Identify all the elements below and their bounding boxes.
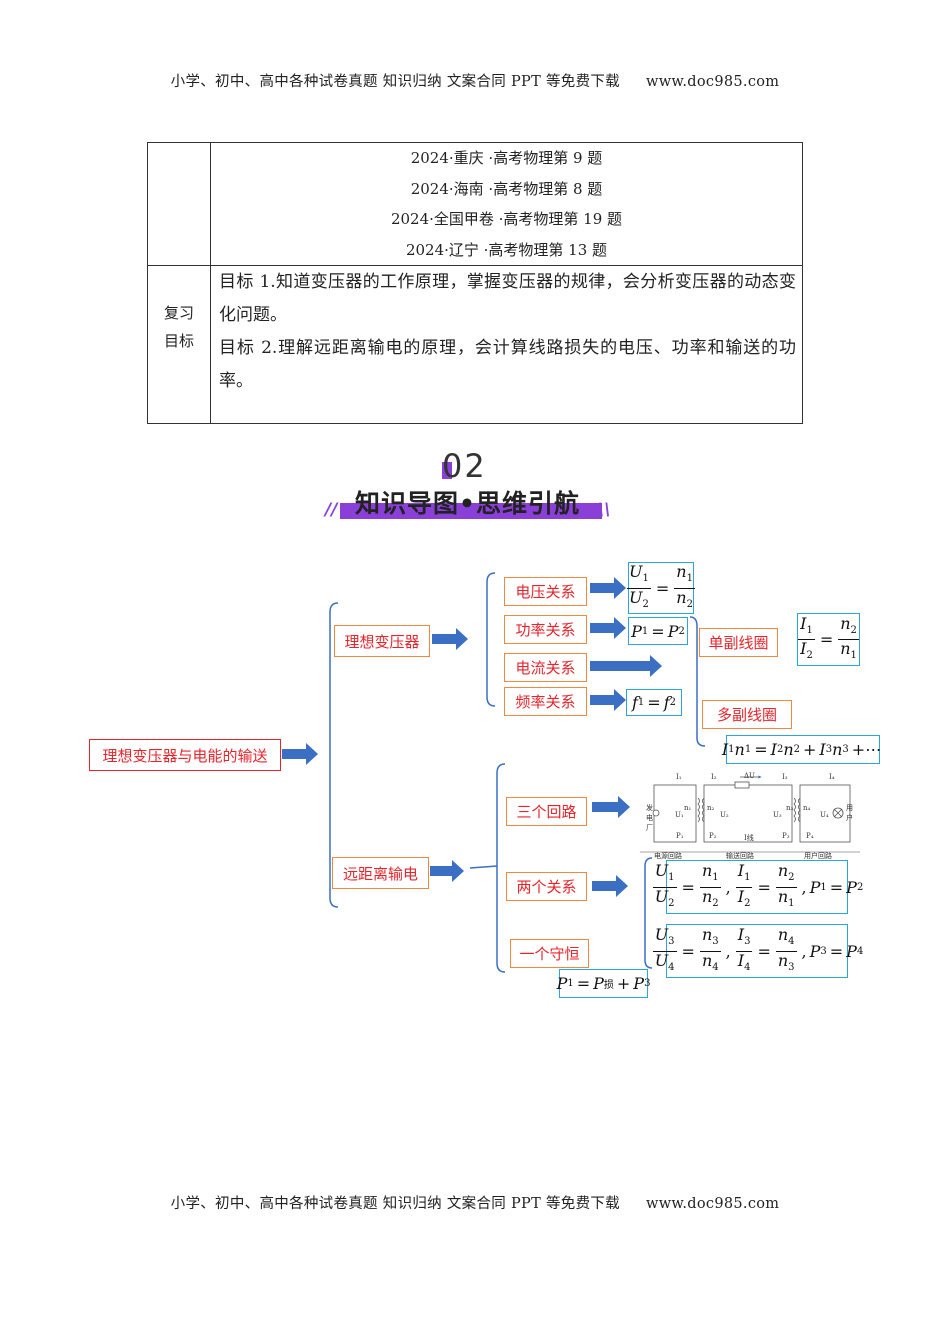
arrow-current	[590, 655, 662, 677]
arrow-root	[282, 743, 318, 765]
table-empty-cell	[147, 142, 211, 266]
arrow-shapes	[282, 577, 662, 897]
arrow-two-relations	[592, 875, 628, 897]
one-conservation-node: 一个守恒	[510, 939, 589, 968]
svg-text:I₃: I₃	[782, 773, 788, 781]
bracket-lines	[329, 572, 706, 973]
exam-source-4: 2024·辽宁 ·高考物理第 13 题	[405, 240, 608, 259]
current-relation-node: 电流关系	[504, 653, 587, 682]
review-label-cell: 复习 目标	[147, 265, 211, 424]
arrow-transmission	[430, 860, 464, 882]
voltage-relation-node: 电压关系	[504, 577, 587, 606]
svg-text:P₃: P₃	[782, 832, 790, 840]
circuit-diagram	[640, 775, 860, 853]
transformer-node: 理想变压器	[334, 625, 430, 657]
svg-text:电: 电	[646, 813, 653, 822]
footer-text: 小学、初中、高中各种试卷真题 知识归纳 文案合同 PPT 等免费下载	[170, 1196, 620, 1212]
svg-text:U₂: U₂	[720, 811, 729, 819]
svg-text:户: 户	[846, 813, 853, 822]
arrow-voltage	[590, 577, 626, 599]
source-loop-label: 电源回路	[654, 851, 682, 860]
delta-u-label: ΔU	[744, 772, 755, 780]
goal-1: 目标 1.知道变压器的工作原理，掌握变压器的规律，会分析变压器的动态变化问题。	[219, 272, 796, 325]
arrow-power	[590, 617, 626, 639]
review-label-line2: 目标	[163, 332, 194, 350]
circuit-labels: I₁ I₂ I₃ I₄ ΔU U₁ U₂ U₃ U₄ n₁ n₂ n₃ n₄ P…	[646, 772, 853, 860]
transmission-node: 远距离输电	[332, 857, 429, 889]
svg-text:n₄: n₄	[803, 804, 811, 812]
banner-right-slash: \\	[598, 500, 611, 520]
review-goals-cell: 目标 1.知道变压器的工作原理，掌握变压器的规律，会分析变压器的动态变化问题。 …	[210, 265, 803, 424]
two-relations-node: 两个关系	[506, 872, 587, 901]
svg-text:I₂: I₂	[711, 773, 717, 781]
arrow-three-loops	[592, 796, 630, 818]
header-site: www.doc985.com	[645, 74, 780, 90]
svg-text:n₃: n₃	[786, 804, 794, 812]
svg-text:U₁: U₁	[675, 811, 684, 819]
three-loops-node: 三个回路	[506, 797, 587, 826]
exam-source-3: 2024·全国甲卷 ·高考物理第 19 题	[390, 210, 623, 228]
section-number: 02	[442, 447, 487, 485]
banner-left-slash: //	[325, 500, 338, 520]
arrow-transformer	[432, 628, 468, 650]
user-loop-label: 用户回路	[804, 851, 832, 860]
svg-text:P₁: P₁	[676, 832, 684, 840]
single-coil-node: 单副线圈	[699, 628, 778, 657]
exam-source-2: 2024·海南 ·高考物理第 8 题	[410, 179, 603, 198]
root-node: 理想变压器与电能的输送	[89, 739, 281, 771]
transmission-loop-label: 输送回路	[726, 851, 754, 860]
footer-site: www.doc985.com	[645, 1196, 780, 1212]
page-header: 小学、初中、高中各种试卷真题 知识归纳 文案合同 PPT 等免费下载 www.do…	[0, 70, 950, 91]
svg-text:n₂: n₂	[707, 804, 715, 812]
arrow-frequency	[590, 689, 626, 711]
svg-text:U₃: U₃	[773, 811, 782, 819]
review-label-line1: 复习	[163, 304, 194, 322]
svg-text:I线: I线	[744, 833, 754, 842]
svg-text:I₁: I₁	[676, 773, 682, 781]
svg-text:n₁: n₁	[684, 804, 692, 812]
section-banner-bar	[340, 503, 602, 519]
page-footer: 小学、初中、高中各种试卷真题 知识归纳 文案合同 PPT 等免费下载 www.do…	[0, 1192, 950, 1213]
svg-text:用: 用	[846, 804, 853, 812]
svg-text:I₄: I₄	[829, 773, 835, 781]
svg-text:P₄: P₄	[806, 832, 814, 840]
svg-text:厂: 厂	[646, 824, 653, 832]
svg-text:U₄: U₄	[820, 811, 829, 819]
power-relation-node: 功率关系	[504, 615, 587, 644]
review-table: 2024·重庆 ·高考物理第 9 题 2024·海南 ·高考物理第 8 题 20…	[147, 142, 803, 424]
frequency-relation-node: 频率关系	[504, 687, 587, 716]
goal-2: 目标 2.理解远距离输电的原理，会计算线路损失的电压、功率和输送的功率。	[219, 338, 796, 391]
exam-source-cell: 2024·重庆 ·高考物理第 9 题 2024·海南 ·高考物理第 8 题 20…	[210, 142, 803, 266]
exam-source-1: 2024·重庆 ·高考物理第 9 题	[410, 149, 603, 167]
svg-text:P₂: P₂	[709, 832, 717, 840]
section-number-accent	[442, 462, 452, 479]
svg-text:发: 发	[646, 803, 653, 812]
header-text: 小学、初中、高中各种试卷真题 知识归纳 文案合同 PPT 等免费下载	[170, 74, 620, 90]
multi-coil-node: 多副线圈	[702, 700, 792, 729]
section-title: 知识导图•思维引航	[355, 489, 580, 518]
